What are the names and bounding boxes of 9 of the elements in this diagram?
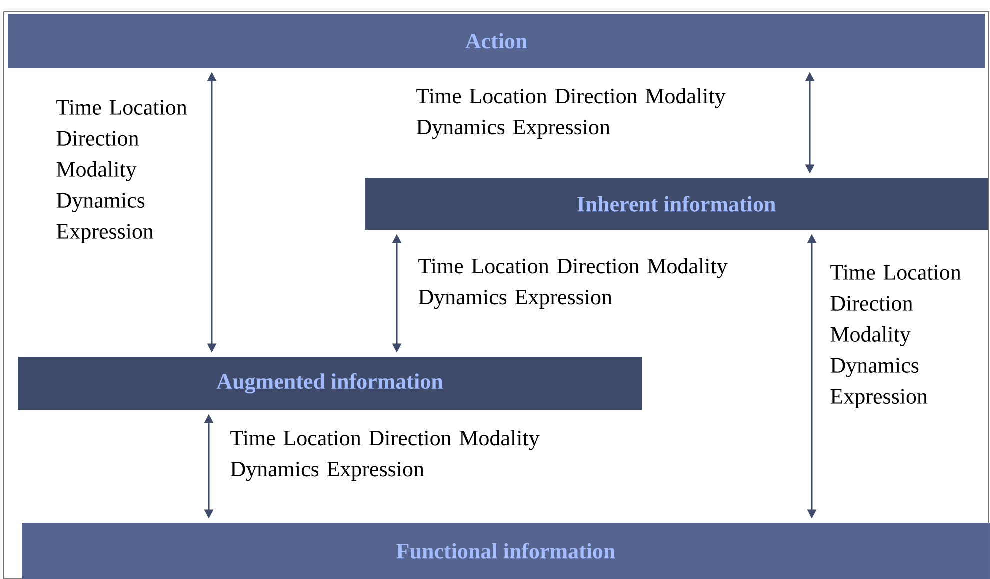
band-box: Action (8, 14, 985, 68)
edge-label: Time Location Direction Modality Dynamics Expression (830, 265, 962, 408)
band-box: Functional information (22, 523, 990, 579)
band-box: Inherent information (365, 178, 988, 230)
edge-label: Time Location Direction Modality Dynamics Expression (56, 100, 188, 244)
edge-label: Time Location Direction Modality Dynamics Expression (230, 430, 540, 482)
edge-label: Time Location Direction Modality Dynamics Expression (418, 258, 728, 310)
edge-label: Time Location Direction Modality Dynamics Expression (416, 88, 726, 140)
band-box: Augmented information (18, 357, 642, 410)
